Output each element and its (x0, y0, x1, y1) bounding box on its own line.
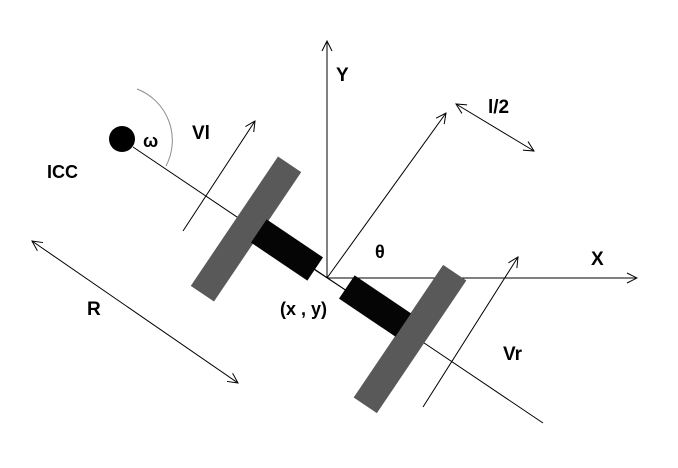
icc-point (109, 126, 135, 152)
v-left-label: Vl (192, 123, 210, 144)
x-axis-label: X (591, 249, 604, 270)
left-wheel (190, 156, 302, 302)
omega-arc (136, 88, 173, 167)
omega-label: ω (143, 131, 158, 151)
heading-arrow (326, 113, 446, 279)
half-axle-label: l/2 (488, 97, 509, 118)
radius-arrow (32, 241, 238, 383)
left-wheel-body (190, 156, 302, 302)
y-axis-label: Y (336, 65, 349, 86)
right-wheel (353, 264, 467, 414)
icc-label: ICC (47, 162, 78, 182)
radius-label: R (87, 299, 101, 320)
right-wheel-body (353, 264, 467, 414)
v-right-arrow (422, 257, 518, 408)
right-axle-block (338, 275, 412, 337)
axle-center-segment (314, 269, 348, 292)
v-right-label: Vr (503, 344, 523, 365)
v-left-arrow (182, 121, 255, 232)
position-label: (x , y) (280, 299, 327, 319)
half-axle-arrow (456, 104, 534, 151)
left-axle-block (250, 219, 324, 281)
theta-label: θ (375, 242, 385, 262)
